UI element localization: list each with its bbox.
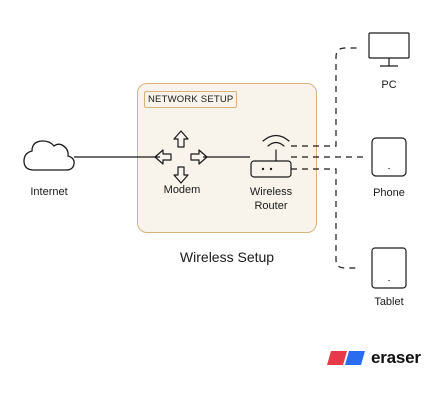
move-arrows-icon [154, 130, 208, 184]
monitor-icon [368, 32, 410, 67]
tablet-label: Tablet [374, 296, 404, 308]
eraser-logo-icon [327, 351, 365, 365]
edge-router-tablet [291, 168, 358, 269]
edge-router-pc [291, 47, 358, 147]
cloud-icon [23, 140, 75, 171]
pc-label: PC [381, 79, 397, 91]
tablet-icon [371, 247, 407, 289]
router-label-line2: Router [254, 200, 288, 212]
wifi-router-icon [250, 134, 292, 178]
router-label-line1: Wireless [249, 186, 293, 198]
internet-label: Internet [30, 186, 68, 198]
connectors [74, 47, 368, 269]
eraser-brand: eraser [327, 348, 421, 367]
brand-name: eraser [371, 348, 421, 367]
diagram-caption: Wireless Setup [179, 249, 275, 265]
phone-icon [371, 137, 407, 177]
modem-label: Modem [163, 184, 201, 196]
group-label: NETWORK SETUP [144, 91, 238, 108]
phone-label: Phone [373, 187, 405, 199]
network-setup-group [137, 83, 317, 233]
